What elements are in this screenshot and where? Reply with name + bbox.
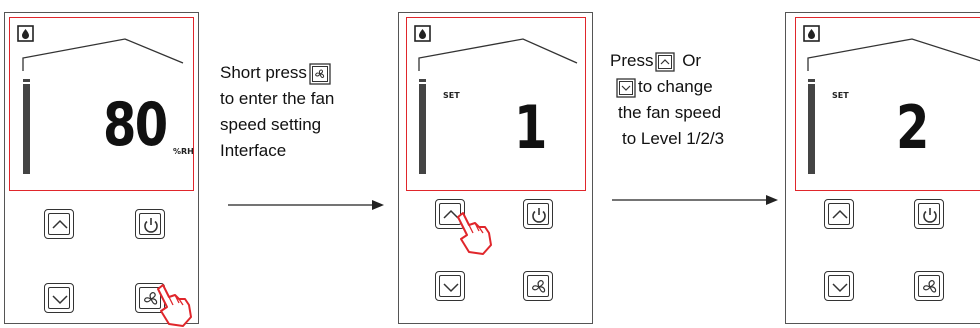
caption-line: to Level 1/2/3 <box>610 126 724 152</box>
unit-label: %RH <box>173 147 194 156</box>
arrow-right-icon <box>612 193 782 207</box>
caption-line: to enter the fan <box>220 86 334 112</box>
fan-button[interactable] <box>523 271 553 301</box>
hand-pointer-icon <box>155 283 205 328</box>
step-2-caption: Press Or to change the fan speed to Leve… <box>610 48 724 152</box>
hand-pointer-icon <box>455 211 505 256</box>
caption-line: to change <box>610 74 724 100</box>
caption-text: Short press <box>220 63 307 82</box>
fan-icon <box>915 272 945 302</box>
up-arrow-icon <box>655 52 675 72</box>
fan-icon <box>309 63 331 85</box>
caption-line: speed setting <box>220 112 334 138</box>
down-arrow-icon <box>436 272 466 302</box>
caption-line: the fan speed <box>610 100 724 126</box>
caption-text: Or <box>682 51 701 70</box>
droplet-icon <box>18 26 33 41</box>
up-button[interactable] <box>44 209 74 239</box>
caption-text: Press <box>610 51 653 70</box>
droplet-icon <box>804 26 819 41</box>
up-button[interactable] <box>824 199 854 229</box>
power-icon <box>524 200 554 230</box>
fan-button[interactable] <box>914 271 944 301</box>
panel-1-graphics <box>5 13 200 325</box>
step-1-caption: Short press to enter the fan speed setti… <box>220 60 334 164</box>
display-value: 80 <box>103 95 167 155</box>
down-button[interactable] <box>435 271 465 301</box>
display-value: 1 <box>514 98 546 158</box>
caption-line: Press Or <box>610 48 724 74</box>
caption-line: Interface <box>220 138 334 164</box>
down-button[interactable] <box>824 271 854 301</box>
droplet-icon <box>415 26 430 41</box>
power-button[interactable] <box>914 199 944 229</box>
down-arrow-icon <box>825 272 855 302</box>
controller-panel-2: SET 1 <box>398 12 593 324</box>
up-arrow-icon <box>825 200 855 230</box>
controller-panel-1: 80 %RH <box>4 12 199 324</box>
power-button[interactable] <box>135 209 165 239</box>
down-arrow-icon <box>616 78 636 98</box>
power-icon <box>915 200 945 230</box>
power-button[interactable] <box>523 199 553 229</box>
display-value: 2 <box>896 98 928 158</box>
controller-panel-3: SET 2 <box>785 12 980 324</box>
fan-icon <box>524 272 554 302</box>
down-button[interactable] <box>44 283 74 313</box>
caption-text: to change <box>638 77 713 96</box>
arrow-right-icon <box>228 198 388 212</box>
down-arrow-icon <box>45 284 75 314</box>
set-label: SET <box>832 91 849 100</box>
caption-line: Short press <box>220 60 334 86</box>
up-arrow-icon <box>45 210 75 240</box>
power-icon <box>136 210 166 240</box>
panel-3-graphics <box>786 13 980 325</box>
panel-2-graphics <box>399 13 594 325</box>
set-label: SET <box>443 91 460 100</box>
